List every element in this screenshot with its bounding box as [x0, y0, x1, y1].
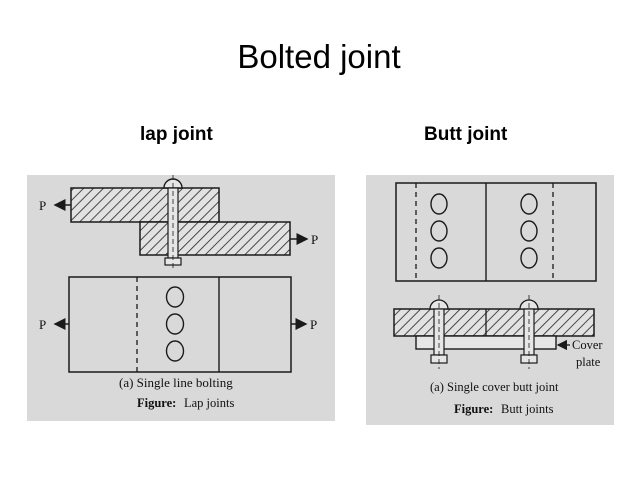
bolt-hole [165, 313, 185, 335]
figure-label-prefix: Figure: [137, 396, 176, 410]
bolt [163, 175, 183, 271]
butt-joint-figure: Cover plate (a) Single cover butt joint … [366, 175, 614, 425]
bolt [519, 295, 539, 369]
butt-joint-heading: Butt joint [424, 124, 508, 145]
bolt-hole [165, 340, 185, 362]
lap-joint-heading: lap joint [140, 124, 213, 145]
scan-background [366, 175, 614, 425]
bolt [429, 295, 449, 369]
bolt-hole [430, 247, 448, 269]
top-plate [70, 187, 220, 223]
bolt-hole [520, 193, 538, 215]
bolt-hole [165, 286, 185, 308]
figure-caption: (a) Single cover butt joint [430, 380, 559, 394]
load-label-right: P [310, 317, 317, 332]
load-label-left: P [39, 198, 46, 213]
slide-title: Bolted joint [237, 38, 401, 75]
bottom-plate [139, 221, 291, 256]
cover-plate [415, 335, 557, 350]
plan-view-plates [395, 182, 597, 282]
figure-label-title: Butt joints [501, 402, 554, 416]
bolt-hole [520, 247, 538, 269]
bolt-hole [520, 220, 538, 242]
bolt-hole [430, 220, 448, 242]
bolt-hole [430, 193, 448, 215]
load-label-left: P [39, 317, 46, 332]
cover-plate-label: Cover [572, 338, 603, 352]
load-label-right: P [311, 232, 318, 247]
figure-label-prefix: Figure: [454, 402, 493, 416]
cover-plate-label: plate [576, 355, 601, 369]
figure-caption: (a) Single line bolting [119, 375, 233, 390]
lap-joint-figure: P P P P (a) Single line bolting Figure: … [27, 175, 335, 421]
figure-label-title: Lap joints [184, 396, 234, 410]
main-plate [393, 308, 595, 337]
